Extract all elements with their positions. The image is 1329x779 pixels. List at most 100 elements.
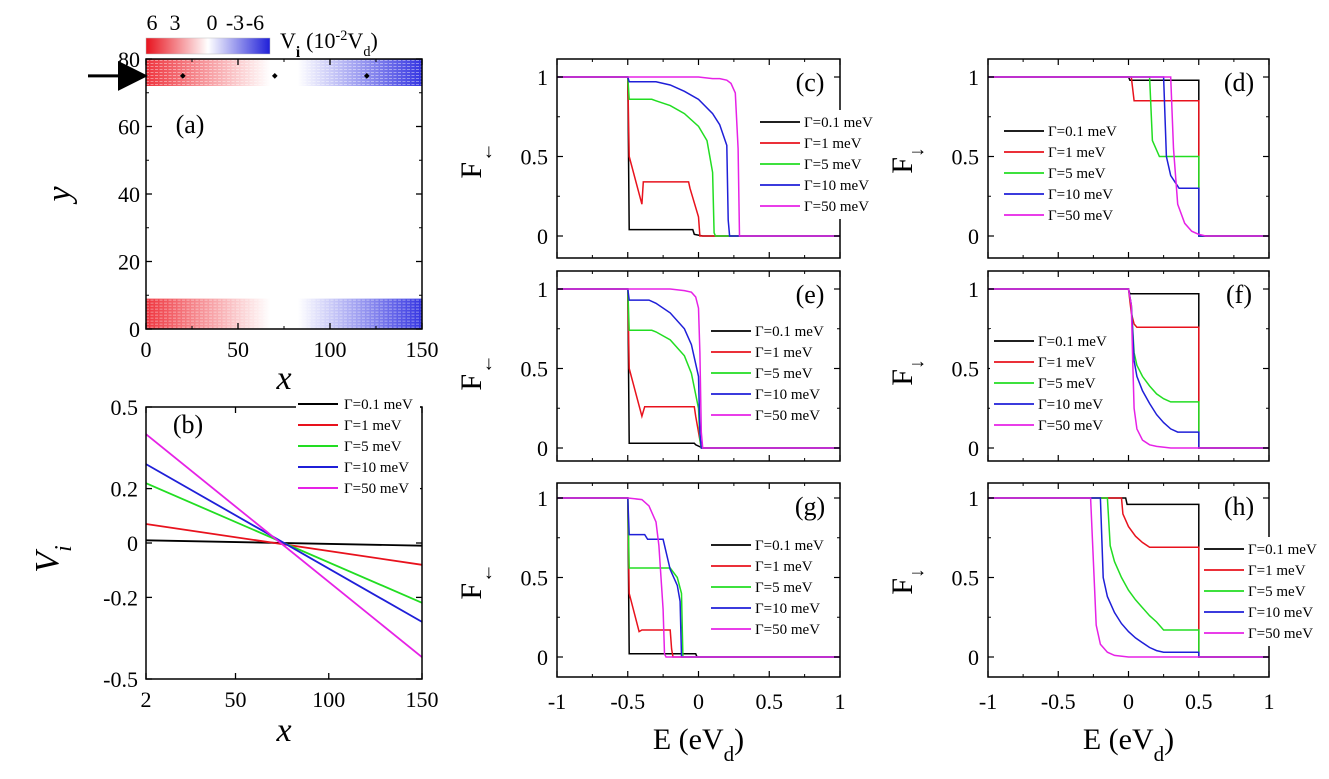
y-tick-label: 0.5	[952, 357, 980, 382]
series-line	[557, 497, 840, 658]
legend-entry: Γ=5 meV	[804, 157, 862, 173]
legend-entry: Γ=0.1 meV	[1048, 124, 1117, 140]
y-axis-label-arrow: ←	[476, 142, 497, 162]
legend-entry: Γ=5 meV	[1048, 166, 1106, 182]
y-axis-label: y	[41, 186, 78, 205]
legend-box	[296, 392, 420, 503]
x-axis-label-sub: d	[724, 742, 735, 766]
y-axis-label-sub: i	[51, 545, 77, 552]
legend-entry: Γ=0.1 meV	[755, 324, 824, 340]
y-axis-label-main: F	[455, 162, 488, 179]
series-line	[557, 76, 840, 237]
y-tick-label: 1	[537, 65, 548, 90]
y-tick-label: 0	[968, 224, 979, 249]
panel-label-a: (a)	[176, 110, 205, 139]
y-tick-label: 0.5	[521, 145, 549, 170]
x-axis-label: x	[275, 360, 291, 397]
series-line	[145, 433, 423, 658]
x-tick-label: -0.5	[610, 689, 645, 714]
y-tick-label: -0.5	[103, 667, 138, 692]
x-axis-label-main: E (eV	[1083, 723, 1154, 756]
legend-entry: Γ=1 meV	[755, 559, 813, 575]
y-tick-label: 0	[968, 436, 979, 461]
legend-entry: Γ=10 meV	[804, 178, 869, 194]
y-tick-label: 0	[968, 645, 979, 670]
y-axis-label: F←	[455, 563, 497, 599]
y-axis-label-main: F	[455, 583, 488, 600]
legend-entry: Γ=1 meV	[755, 345, 813, 361]
x-tick-label: -0.5	[1041, 689, 1076, 714]
legend-entry: Γ=50 meV	[755, 622, 820, 638]
legend-entry: Γ=50 meV	[755, 408, 820, 424]
colorbar-label: Vi(10-2Vd)	[280, 28, 378, 61]
colorbar-label-tail-sub: d	[363, 44, 370, 60]
legend-entry: Γ=10 meV	[344, 460, 409, 476]
y-tick-label: 0	[537, 436, 548, 461]
colorbar-label-tail: V	[347, 28, 363, 53]
probe-marker	[363, 73, 370, 79]
y-tick-label: 0.5	[952, 566, 980, 591]
x-axis-label-main: E (eV	[653, 723, 724, 756]
y-tick-label: 1	[968, 486, 979, 511]
legend-entry: Γ=10 meV	[755, 601, 820, 617]
series-line	[557, 76, 840, 237]
legend-entry: Γ=50 meV	[804, 199, 869, 215]
legend-entry: Γ=1 meV	[1048, 145, 1106, 161]
y-axis-label-main: F	[886, 157, 919, 174]
legend-entry: Γ=0.1 meV	[755, 538, 824, 554]
legend-entry: Γ=50 meV	[344, 481, 409, 497]
legend-entry: Γ=0.1 meV	[804, 115, 873, 131]
legend-entry: Γ=0.1 meV	[1038, 334, 1107, 350]
y-tick-label: 1	[537, 277, 548, 302]
y-axis-label-arrow: ←	[476, 354, 497, 374]
y-axis-label: F↓	[886, 147, 928, 173]
series-line	[557, 497, 840, 658]
legend-entry: Γ=10 meV	[1038, 397, 1103, 413]
legend-entry: Γ=0.1 meV	[344, 397, 413, 413]
colorbar-label-close: )	[370, 28, 377, 53]
y-tick-label: 0.5	[952, 145, 980, 170]
probe-marker	[179, 73, 186, 79]
legend-entry: Γ=1 meV	[344, 418, 402, 434]
y-axis-label-arrow: ←	[476, 563, 497, 583]
y-tick-label: 1	[537, 486, 548, 511]
y-tick-label: 0.5	[521, 357, 549, 382]
colorbar-label-sub: i	[296, 44, 301, 61]
probe-marker	[271, 73, 278, 79]
y-tick-label: 1	[968, 277, 979, 302]
series-line	[988, 288, 1269, 449]
y-tick-label: 60	[118, 115, 140, 140]
y-tick-label: -0.2	[103, 585, 138, 610]
legend-entry: Γ=5 meV	[755, 580, 813, 596]
x-axis-label: E (eVd)	[653, 723, 744, 766]
legend-entry: Γ=5 meV	[1038, 376, 1096, 392]
series-line	[988, 76, 1269, 237]
colorbar-border	[145, 37, 271, 55]
x-axis-label-close: )	[734, 723, 744, 756]
x-tick-label: 50	[227, 337, 249, 362]
series-line	[145, 523, 423, 566]
series-line	[557, 76, 840, 237]
legend-entry: Γ=1 meV	[1038, 355, 1096, 371]
y-axis-label-arrow: ↓	[907, 568, 928, 578]
x-tick-label: 150	[406, 687, 439, 712]
series-line	[557, 76, 840, 237]
series-line	[557, 288, 840, 449]
x-tick-label: 0	[141, 337, 152, 362]
y-axis-label-main: F	[886, 578, 919, 595]
legend-entry: Γ=10 meV	[1048, 187, 1113, 203]
panel-label-b: (b)	[173, 410, 203, 439]
x-tick-label: 100	[314, 337, 347, 362]
legend-entry: Γ=10 meV	[755, 387, 820, 403]
series-line	[988, 497, 1269, 658]
series-line	[145, 463, 423, 623]
series-line	[557, 288, 840, 449]
colorbar-label-exp: -2	[336, 28, 348, 44]
x-tick-label: 100	[312, 687, 345, 712]
y-tick-label: 0.5	[111, 395, 139, 420]
y-axis-label-main: F	[455, 374, 488, 391]
